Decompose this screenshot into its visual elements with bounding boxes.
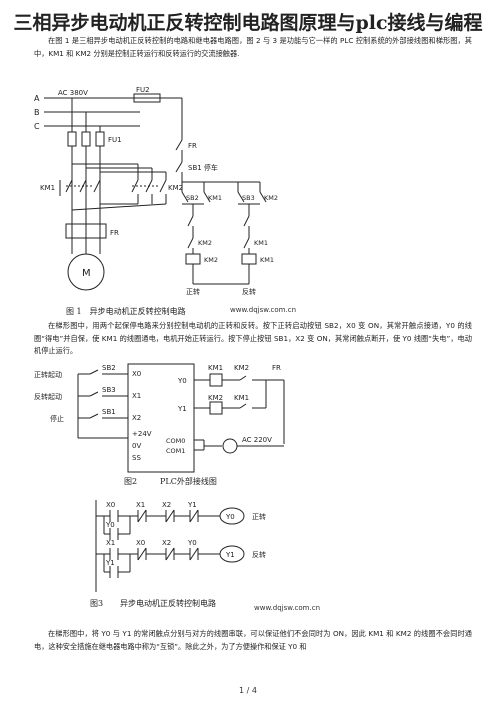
rung1-label: 正转 [252,512,266,521]
phase-b-label: B [34,108,40,117]
rung2-y1-parallel: Y1 [105,559,115,567]
sb1-label: SB1 停车 [188,163,218,172]
rung1-x1: X1 [136,501,145,509]
km1b-label: KM1 [208,194,222,202]
y1-label: Y1 [177,405,187,413]
figure-1-circuit: A B C AC 380V FU2 FU1 KM1 KM2 FR M FR SB… [34,86,296,316]
figure-1-caption: 图 1 异步电动机正反转控制电路 [66,306,186,316]
coil-km2-label: KM2 [204,256,218,264]
coil-km1-label: KM1 [260,256,274,264]
supply-label: AC 380V [58,89,88,97]
rung2-label: 反转 [252,550,266,559]
sb2-label: SB2 [186,194,199,202]
fu1-label: FU1 [108,136,122,144]
ac220-label: AC 220V [242,436,272,444]
rung1-y0-parallel: Y0 [105,521,115,529]
figure-2-caption: PLC外部接线图 [160,476,217,486]
label-reverse: 反转 [242,287,256,296]
fr-contact-label: FR [272,364,281,372]
com0-label: COM0 [166,437,185,445]
rung2-y0: Y0 [187,539,197,547]
input-stop: 停止 [50,414,64,423]
rung1-x0: X0 [106,501,115,509]
phase-c-label: C [34,122,40,131]
x2-label: X2 [132,414,141,422]
fu2-label: FU2 [136,86,150,94]
rung2-x0: X0 [136,539,145,547]
km1c-label: KM1 [254,239,268,247]
figure-3-number: 图3 [90,599,103,608]
km1-coil-label: KM1 [208,364,223,372]
rung1-x2: X2 [162,501,171,509]
page-number: 1 / 4 [239,686,257,695]
figure-2-plc-wiring: 正转起动 反转起动 停止 SB2 SB3 SB1 X0 X1 X2 +24V 0… [34,363,285,486]
page-title: 三相异步电动机正反转控制电路图原理与plc接线与编程 [13,12,483,34]
sb3-label-2: SB3 [102,386,116,394]
rung2-x2: X2 [162,539,171,547]
watermark: www.dqjsw.com.cn [230,306,296,314]
watermark-2: www.dqjsw.com.cn [254,604,320,612]
ss-label: SS [132,454,141,462]
km2-label: KM2 [168,184,183,192]
ctrl-fr-label: FR [188,142,197,150]
rung1-coil: Y0 [225,513,235,521]
fr-label: FR [110,229,119,237]
v24-label: +24V [132,430,152,438]
km2-interlock-label: KM2 [234,364,249,372]
km1-label: KM1 [40,184,55,192]
paragraph-explanation: 在梯形图中，用两个起保停电路来分别控制电动机的正转和反转。按下正转启动按钮 SB… [34,321,472,355]
figure-3-ladder: X0 X1 X2 Y1 Y0 正转 Y0 X1 X0 X2 Y0 Y1 反转 Y… [90,500,320,612]
paragraph-interlock: 在梯形图中，将 Y0 与 Y1 的常闭触点分别与对方的线圈串联，可以保证他们不会… [34,629,472,651]
rung2-x1: X1 [106,539,115,547]
input-forward-start: 正转起动 [34,370,62,379]
sb1-label-2: SB1 [102,408,116,416]
km2b-label: KM2 [264,194,278,202]
input-reverse-start: 反转起动 [34,392,62,401]
rung1-y1: Y1 [187,501,197,509]
km2c-label: KM2 [198,239,212,247]
rung2-coil: Y1 [225,551,235,559]
y0-label: Y0 [177,377,187,385]
label-forward: 正转 [186,287,200,296]
sb3-label: SB3 [242,194,255,202]
phase-a-label: A [34,94,40,103]
0v-label: 0V [132,442,141,450]
figure-3-caption: 异步电动机正反转控制电路 [120,598,216,608]
km1-interlock-label: KM1 [234,394,249,402]
figure-2-number: 图2 [124,477,137,486]
x1-label: X1 [132,392,141,400]
x0-label: X0 [132,370,141,378]
paragraph-intro: 在图 1 是三相异步电动机正反转控制的电路和继电器电路图，图 2 与 3 是功能… [34,36,472,58]
km2-coil-label: KM2 [208,394,223,402]
com1-label: COM1 [166,447,185,455]
motor-label: M [82,268,91,279]
sb2-label-2: SB2 [102,364,116,372]
